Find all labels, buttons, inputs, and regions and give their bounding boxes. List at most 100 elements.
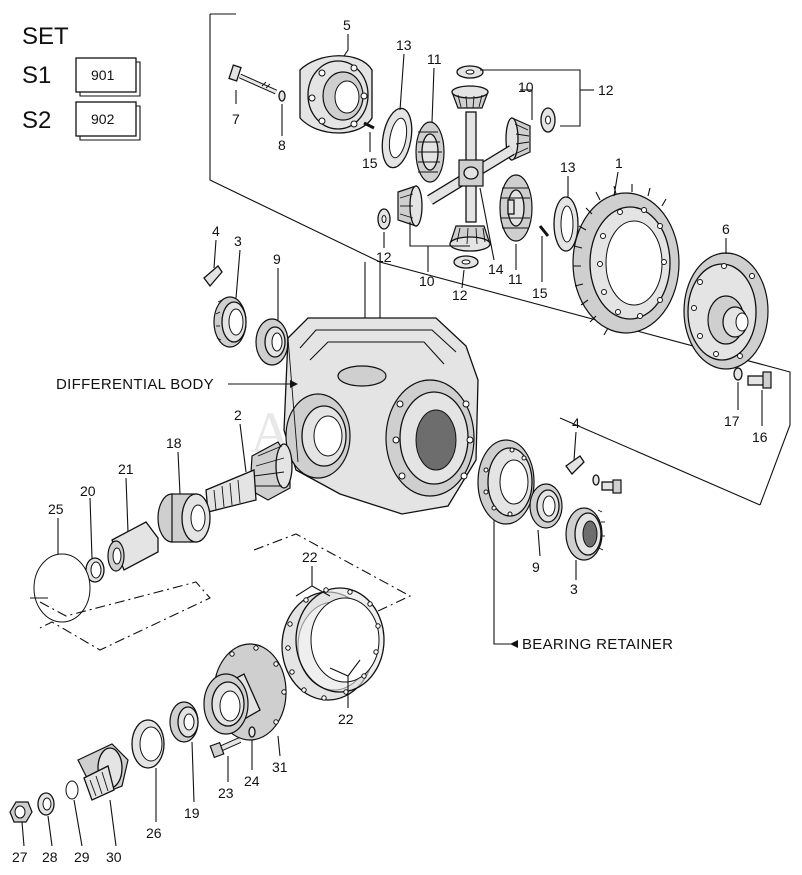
washer-8 [278,90,286,102]
pinion-washer-12-right [540,107,556,133]
ring-gear-1 [572,184,680,336]
spider-cross-14 [427,111,515,223]
lower-assembly-outline [39,533,412,651]
callout-12a: 12 [598,82,614,98]
callout-6: 6 [722,221,730,237]
callout-4b: 4 [572,415,580,431]
s1-code: 901 [91,67,115,83]
callout-23: 23 [218,785,234,801]
s1-code-box [75,57,137,93]
callout-21: 21 [118,461,134,477]
spacer-21 [107,521,159,572]
callout-7: 7 [232,111,240,127]
pinion-gear-10-top [451,85,489,109]
pinion-gear-10-left [397,185,423,227]
bearing-retainer-label: BEARING RETAINER [522,636,673,653]
callout-numbers: 1 2 3 3 4 4 5 6 7 8 9 9 10 10 11 11 12 1… [12,17,768,865]
bearing-9b [529,483,563,529]
callout-16: 16 [752,429,768,445]
callout-3a: 3 [234,233,242,249]
callout-19: 19 [184,805,200,821]
pinion-gear-10-bottom [449,225,491,252]
bearing-retainer [477,439,535,525]
callout-24: 24 [244,773,260,789]
callout-12c: 12 [452,287,468,303]
callout-11b: 11 [508,271,523,287]
washer-17 [733,367,743,381]
oil-seal-26 [131,719,165,769]
thrust-washer-13b [553,196,579,252]
set-label: SET [22,23,69,50]
callout-31: 31 [272,759,288,775]
lock-plate-4a [203,265,223,288]
s2-code: 902 [91,111,115,127]
callout-5: 5 [343,17,351,33]
differential-body [283,317,479,515]
callout-2: 2 [234,407,242,423]
bolt-23 [209,737,242,759]
callout-29: 29 [74,849,90,865]
callout-11a: 11 [427,51,442,67]
callout-10a: 10 [518,79,534,95]
callout-28: 28 [42,849,58,865]
s1-label: S1 [22,62,51,89]
nut-27 [9,801,33,823]
side-gear-11a [415,121,445,183]
callout-13b: 13 [560,159,576,175]
side-gear-11b [499,174,533,242]
callout-8: 8 [278,137,286,153]
pin-15a [363,121,375,130]
callout-1: 1 [615,155,623,171]
callout-17: 17 [724,413,740,429]
callout-20: 20 [80,483,96,499]
callout-30: 30 [106,849,122,865]
case-flange-6 [683,252,769,370]
callout-9b: 9 [532,559,540,575]
o-ring-29 [65,780,79,800]
pinion-cage-31 [203,643,287,741]
adjusting-nut-3a [213,296,247,348]
leader-lines [21,34,763,847]
washer-4b [592,474,600,486]
bearing-19 [169,701,199,743]
callout-22a: 22 [302,549,318,565]
bearing-18 [157,493,211,543]
washer-28 [37,792,55,816]
s2-label: S2 [22,107,51,134]
pin-15b [538,225,550,237]
adjusting-nut-3b [565,507,605,561]
callout-26: 26 [146,825,162,841]
callout-12b: 12 [376,249,392,265]
callout-22b: 22 [338,711,354,727]
pinion-washer-12-left [377,208,391,230]
bolt-7 [228,64,278,95]
bolt-4b [601,479,622,494]
differential-body-label: DIFFERENTIAL BODY [56,376,214,393]
lock-plate-4b [565,455,585,475]
case-half-5 [299,55,373,134]
pinion-washer-12-bottom [453,255,479,269]
callout-25: 25 [48,501,64,517]
companion-flange-30 [77,743,129,801]
callout-13a: 13 [396,37,412,53]
washer-24 [248,726,256,738]
callout-9a: 9 [273,251,281,267]
callout-4a: 4 [212,223,220,239]
bearing-9a [255,318,289,366]
callout-15a: 15 [362,155,378,171]
callout-3b: 3 [570,581,578,597]
s2-code-box [75,101,137,137]
callout-14: 14 [488,261,504,277]
callout-27: 27 [12,849,28,865]
cover-25 [30,553,91,623]
set-header: SET S1 901 S2 902 [22,23,141,141]
drive-pinion-2 [205,441,293,513]
bolt-16 [747,371,772,389]
thrust-washer-13a [381,107,413,169]
callout-10b: 10 [419,273,435,289]
pinion-washer-12-top [456,65,484,79]
callout-15b: 15 [532,285,548,301]
callout-18: 18 [166,435,182,451]
shim-pack-22 [281,587,385,701]
